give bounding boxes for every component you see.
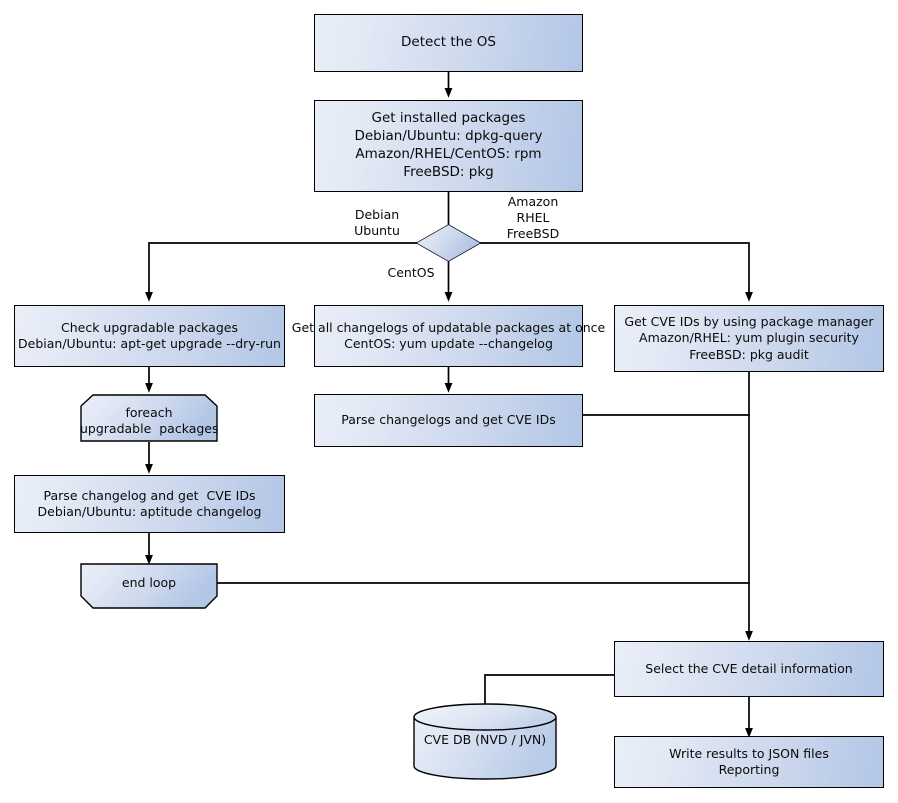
node-get-all-changelogs[interactable]: Get all changelogs of updatable packages…	[292, 305, 605, 367]
edge-label-centos: CentOS	[387, 265, 435, 280]
node-parse-changelog-debian-label: Parse changelog and get CVE IDs Debian/U…	[37, 487, 262, 520]
node-write-results[interactable]: Write results to JSON files Reporting	[614, 736, 884, 788]
node-write-results-label: Write results to JSON files Reporting	[669, 745, 829, 778]
edge-label-debian-ubuntu: Debian Ubuntu	[354, 207, 400, 238]
node-check-upgradable[interactable]: Check upgradable packages Debian/Ubuntu:…	[14, 305, 285, 367]
node-cve-db[interactable]: CVE DB (NVD / JVN)	[412, 703, 558, 781]
node-get-cve-pkg-manager[interactable]: Get CVE IDs by using package manager Ama…	[614, 305, 884, 372]
edge-decision-right	[479, 242, 753, 302]
node-foreach-loop-label: foreach upgradable packages	[80, 404, 219, 437]
diamond-icon	[416, 224, 481, 262]
node-parse-changelog-debian[interactable]: Parse changelog and get CVE IDs Debian/U…	[14, 475, 285, 533]
node-end-loop[interactable]: end loop	[80, 563, 218, 609]
loop-end-shape-icon	[80, 563, 218, 609]
loop-start-shape-icon	[80, 394, 218, 442]
node-parse-changelogs-centos-label: Parse changelogs and get CVE IDs	[341, 412, 556, 428]
node-select-cve-detail-label: Select the CVE detail information	[645, 660, 853, 676]
edge-decision-left	[145, 242, 418, 302]
node-parse-changelogs-centos[interactable]: Parse changelogs and get CVE IDs	[314, 394, 583, 447]
node-get-cve-pkg-manager-label: Get CVE IDs by using package manager Ama…	[624, 313, 874, 362]
node-os-decision[interactable]	[416, 224, 481, 262]
node-select-cve-detail[interactable]: Select the CVE detail information	[614, 641, 884, 697]
node-cve-db-label: CVE DB (NVD / JVN)	[423, 732, 547, 747]
node-end-loop-label: end loop	[121, 574, 177, 590]
node-check-upgradable-label: Check upgradable packages Debian/Ubuntu:…	[18, 319, 281, 352]
node-detect-os-label: Detect the OS	[401, 34, 496, 51]
node-foreach-loop[interactable]: foreach upgradable packages	[80, 394, 219, 442]
node-get-all-changelogs-label: Get all changelogs of updatable packages…	[291, 319, 606, 352]
node-detect-os[interactable]: Detect the OS	[314, 14, 583, 72]
edge-label-amazon-rhel-freebsd: Amazon RHEL FreeBSD	[506, 194, 560, 241]
database-cylinder-icon	[413, 703, 557, 780]
node-get-installed-packages[interactable]: Get installed packages Debian/Ubuntu: dp…	[314, 100, 583, 192]
node-get-installed-packages-label: Get installed packages Debian/Ubuntu: dp…	[354, 110, 543, 180]
